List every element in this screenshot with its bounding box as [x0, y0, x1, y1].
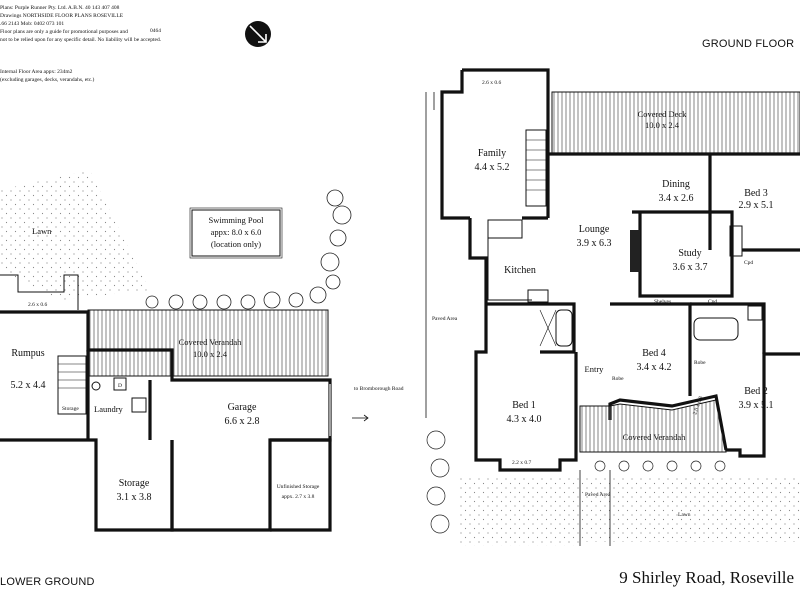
bed3-cpd: Cpd	[744, 260, 753, 266]
lower-storage-small: Storage	[62, 406, 79, 412]
unfinished-storage-dims: appx. 2.7 x 3.8	[282, 494, 315, 500]
bed1-window-label: 2.2 x 0.7	[512, 460, 532, 466]
bed4-robe: Robe	[612, 376, 624, 382]
disclaimer-line: Drawings NORTHSIDE FLOOR PLANS ROSEVILLE	[0, 13, 124, 19]
garden-shrubs	[145, 189, 352, 310]
unfinished-storage-name: Unfinished Storage	[277, 483, 320, 490]
pool-name: Swimming Pool	[208, 215, 264, 225]
lounge-name: Lounge	[579, 224, 610, 235]
laundry-d-label: D	[118, 383, 122, 389]
lower-window-label: 2.6 x 0.6	[28, 302, 48, 308]
lower-ground-plan: Lawn Swimming Pool appx: 8.0 x 6.0 (loca…	[0, 170, 404, 532]
garage-name: Garage	[228, 402, 257, 413]
ground-floor-title: GROUND FLOOR	[702, 38, 795, 50]
covered-deck-name: Covered Deck	[638, 109, 688, 119]
lounge-dims: 3.9 x 6.3	[577, 238, 612, 249]
lawn-label: Lawn	[32, 226, 52, 236]
lower-ground-title: LOWER GROUND	[0, 576, 95, 588]
dining-name: Dining	[662, 179, 690, 190]
stairs	[57, 355, 87, 415]
covered-deck-dims: 10.0 x 2.4	[645, 120, 680, 130]
bed4-dims: 3.4 x 4.2	[637, 362, 672, 373]
address-label: 9 Shirley Road, Roseville	[619, 568, 794, 587]
disclaimer-line: not to be relied upon for any specific d…	[0, 37, 162, 43]
family-name: Family	[478, 148, 506, 159]
rumpus-dims: 5.2 x 4.4	[11, 380, 46, 391]
area-line: Internal Floor Area appx: 234m2	[0, 69, 73, 75]
top-window-label: 2.6 x 0.6	[482, 80, 502, 86]
dining-dims: 3.4 x 2.6	[659, 193, 694, 204]
pool-dims: appx: 8.0 x 6.0	[211, 227, 262, 237]
entry-name: Entry	[585, 364, 605, 374]
disclaimer-line: Floor plans are only a guide for promoti…	[0, 29, 128, 35]
bed3-dims: 2.9 x 5.1	[739, 200, 774, 211]
disclaimer: Plans: Purple Runner Pty. Ltd. A.B.N. 40…	[0, 4, 230, 44]
bed1-dims: 4.3 x 4.0	[507, 414, 542, 425]
lower-verandah-area	[87, 309, 329, 377]
floor-area-note: Internal Floor Area appx: 234m2 (excludi…	[0, 68, 94, 84]
bed2-robe: Robe	[694, 360, 706, 366]
ground-floor-plan: Covered Deck 10.0 x 2.4 2.6 x 0.6 Family…	[425, 68, 800, 546]
front-lawn	[580, 476, 800, 542]
study-dims: 3.6 x 3.7	[673, 262, 708, 273]
north-compass-icon	[245, 21, 271, 47]
lawn-label-ground: Lawn	[678, 512, 691, 518]
study-name: Study	[678, 248, 701, 259]
rumpus-name: Rumpus	[11, 348, 44, 359]
laundry-name: Laundry	[94, 404, 124, 414]
bed1-name: Bed 1	[512, 400, 536, 411]
lower-verandah-dims: 10.0 x 2.4	[193, 349, 228, 359]
storage-name: Storage	[119, 478, 150, 489]
family-dims: 4.4 x 5.2	[475, 162, 510, 173]
study-cpd: Cpd	[708, 299, 717, 305]
study-shelves: Shelves	[654, 299, 671, 305]
disclaimer-line: Plans: Purple Runner Pty. Ltd. A.B.N. 40…	[0, 5, 120, 11]
front-verandah-name: Covered Verandah	[623, 432, 687, 442]
family-stairs	[525, 129, 547, 207]
bed3-name: Bed 3	[744, 188, 768, 199]
paved-area-left: Paved Area	[432, 316, 458, 322]
disclaimer-line: .66 2143 Mob: 0402 073 101	[0, 21, 65, 27]
plan-code: 0464	[150, 28, 161, 34]
pool-note: (location only)	[211, 239, 261, 249]
kitchen-name: Kitchen	[504, 265, 536, 276]
covered-deck-area	[551, 91, 800, 155]
bed2-dims: 3.9 x 5.1	[739, 400, 774, 411]
front-verandah-area	[579, 399, 727, 453]
front-paved	[460, 476, 580, 546]
bed2-name: Bed 2	[744, 386, 768, 397]
lawn-area	[0, 170, 150, 300]
to-road-label: to Bromborough Road	[354, 386, 404, 392]
bed4-name: Bed 4	[642, 348, 666, 359]
area-line: (excluding garages, decks, verandahs, et…	[0, 77, 95, 83]
front-garden	[426, 430, 726, 534]
storage-dims: 3.1 x 3.8	[117, 492, 152, 503]
lower-verandah-name: Covered Verandah	[179, 337, 243, 347]
paved-area-bottom: Paved Area	[585, 492, 611, 498]
pool-outline	[191, 209, 281, 257]
garage-dims: 6.6 x 2.8	[225, 416, 260, 427]
